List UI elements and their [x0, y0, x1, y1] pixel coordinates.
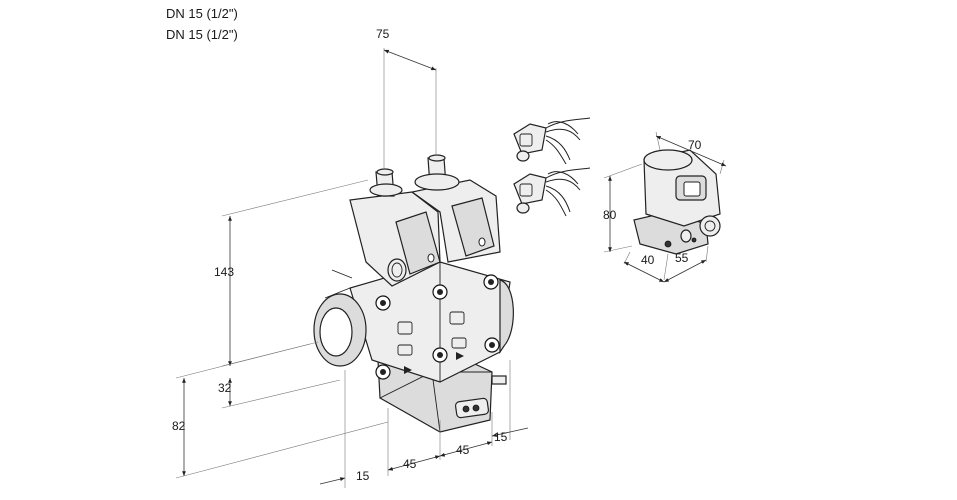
- dim-45-a: 45: [403, 457, 417, 471]
- inset-dimensions: [603, 131, 727, 283]
- dn-label-2: DN 15 (1/2"): [166, 27, 238, 42]
- dim-70: 70: [688, 138, 702, 152]
- dim-82: 82: [172, 419, 186, 433]
- dim-15-right: 15: [494, 430, 508, 444]
- dim-45-b: 45: [456, 443, 470, 457]
- valve-assembly: [313, 154, 514, 433]
- dimension-labels: 75 143 32 82 15 45 45 15 70 80 40 55: [172, 27, 702, 483]
- dim-15-left: 15: [356, 469, 370, 483]
- dim-143: 143: [214, 265, 234, 279]
- dn-label-1: DN 15 (1/2"): [166, 6, 238, 21]
- dim-80: 80: [603, 208, 617, 222]
- dim-32: 32: [218, 381, 232, 395]
- cable-connectors: [513, 117, 591, 217]
- dim-55: 55: [675, 251, 689, 265]
- dimension-lines: [175, 48, 529, 488]
- dim-75: 75: [376, 27, 390, 41]
- dim-40: 40: [641, 253, 655, 267]
- inset-solenoid: [633, 149, 721, 255]
